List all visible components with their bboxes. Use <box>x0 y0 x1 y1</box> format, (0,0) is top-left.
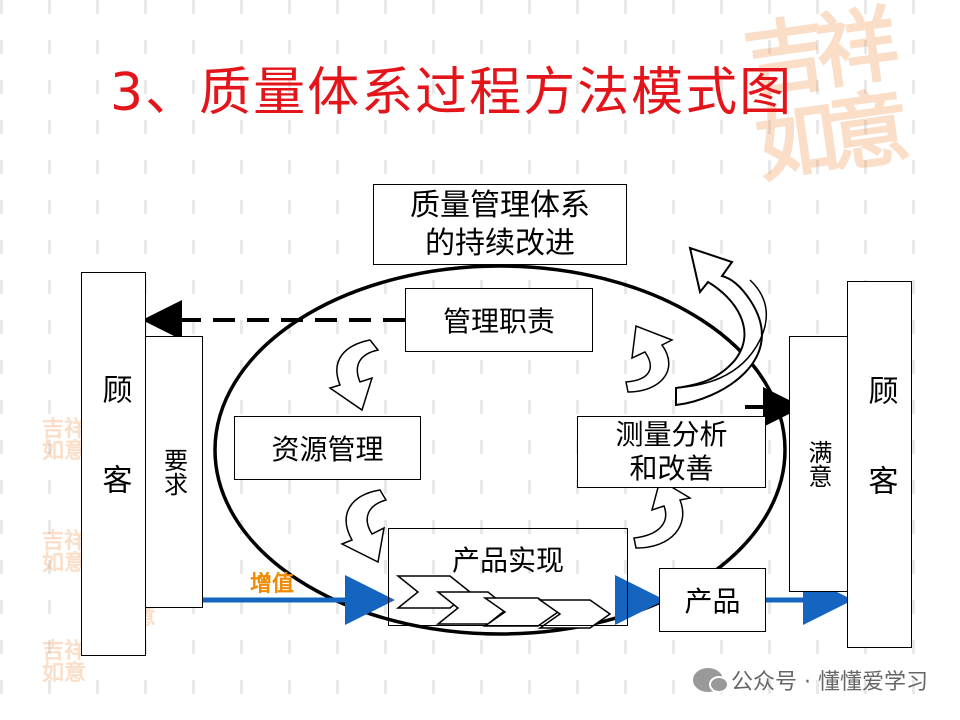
continuous-improvement-line1: 质量管理体系 <box>410 187 590 223</box>
measurement-analysis-box: 测量分析 和改善 <box>577 416 766 488</box>
continuous-improvement-line2: 的持续改进 <box>425 225 575 261</box>
curved-arrow-mgmt-to-resource <box>328 339 380 412</box>
resource-management-box: 资源管理 <box>234 416 421 480</box>
left-customer-box: 顾客 <box>81 272 146 656</box>
satisfaction-box: 满意 <box>789 336 847 592</box>
product-box: 产品 <box>659 568 766 632</box>
value-add-label: 增值 <box>250 571 295 597</box>
curved-arrow-resource-to-realize <box>340 489 388 564</box>
requirement-box: 要求 <box>146 336 203 608</box>
seal-decoration-4: 吉祥如意 <box>42 528 87 576</box>
seal-decoration-2: 吉祥如意 <box>42 416 87 464</box>
right-customer-box: 顾客 <box>847 281 912 648</box>
process-cycle-ellipse <box>213 264 787 636</box>
watermark: 公众号 · 懂懂爱学习 <box>693 664 928 696</box>
watermark-text: 公众号 · 懂懂爱学习 <box>731 670 928 695</box>
measurement-line2: 和改善 <box>629 452 714 485</box>
continuous-improvement-box: 质量管理体系 的持续改进 <box>373 184 627 265</box>
realization-chevrons <box>395 575 612 629</box>
curved-arrow-measure-to-mgmt <box>625 324 674 393</box>
management-responsibility-box: 管理职责 <box>405 288 593 352</box>
page-title: 3、质量体系过程方法模式图 <box>110 63 794 123</box>
measurement-line1: 测量分析 <box>615 418 728 451</box>
seal-decoration-6: 吉祥如意 <box>42 638 87 686</box>
curved-arrow-continuous-improvement <box>675 246 768 407</box>
wechat-icon <box>693 668 730 693</box>
product-realization-box: 产品实现 <box>388 528 628 626</box>
curved-arrow-realize-to-measure <box>633 478 693 549</box>
